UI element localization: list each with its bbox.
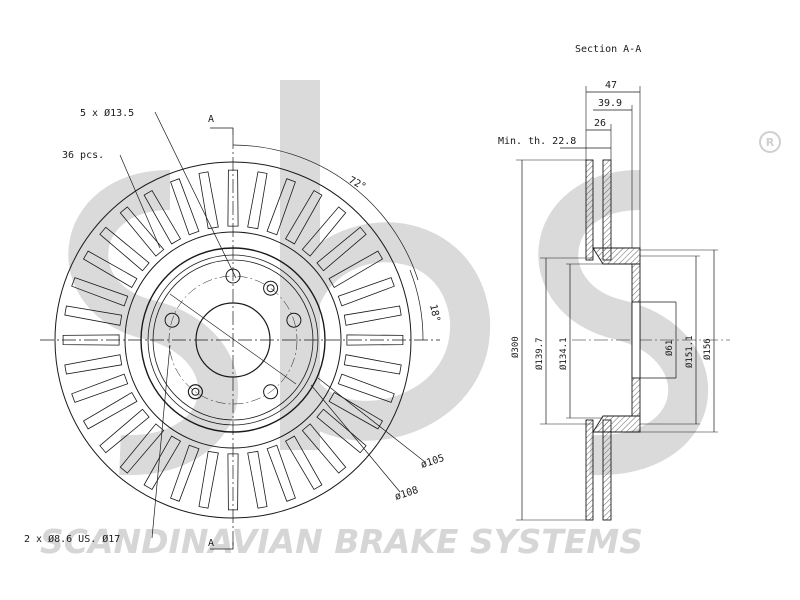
- vent-slot: [170, 178, 200, 236]
- vent-slot: [99, 226, 150, 272]
- section-view: [516, 86, 730, 521]
- diagonal-axis: [169, 293, 297, 385]
- disc-inner-ring: [124, 231, 342, 449]
- bolt-hole: [286, 312, 302, 328]
- vent-slot: [198, 171, 219, 230]
- leader-aux-holes: [151, 344, 171, 539]
- vent-slot: [119, 206, 165, 257]
- center-bore: [195, 302, 271, 378]
- vent-slot: [119, 423, 165, 474]
- min-thickness-label: Min. th. 22.8: [498, 136, 576, 147]
- aux-hole-counterbore: [187, 384, 203, 400]
- section-marker-top-arrow: [210, 127, 234, 135]
- aux-holes: [187, 280, 279, 400]
- angle-72-arc: [232, 144, 419, 281]
- leader-bolt-holes: [154, 111, 237, 279]
- registered-mark: R: [759, 131, 781, 153]
- vent-slot: [198, 450, 219, 509]
- ventilation-vanes: [62, 169, 404, 511]
- vent-slot: [247, 171, 268, 230]
- dim-26-label: 26: [594, 118, 606, 129]
- aux-holes-label: 2 x Ø8.6 US. Ø17: [24, 533, 120, 545]
- aux-hole-counterbore: [263, 280, 279, 296]
- bolt-hole: [164, 312, 180, 328]
- vent-slot: [82, 250, 138, 289]
- vent-slot: [227, 453, 239, 511]
- bolt-hole: [263, 384, 279, 400]
- outer-cheek-bottom: [585, 419, 594, 521]
- vent-slot: [170, 444, 200, 502]
- vent-slot: [337, 373, 395, 403]
- vent-slot: [71, 277, 129, 307]
- aux-hole: [266, 284, 275, 293]
- dia-151-label: Ø151.1: [684, 335, 695, 368]
- hub-ring-105: [147, 254, 319, 426]
- vent-count-label: 36 pcs.: [62, 150, 104, 161]
- dia-105-label: ø105: [420, 453, 446, 471]
- dia-156-label: Ø156: [702, 338, 713, 360]
- hat-top-wall: [592, 247, 641, 265]
- angle-18-arc: [409, 269, 424, 341]
- leader-dia-105: [317, 377, 426, 463]
- front-view: [40, 111, 440, 550]
- vent-slot: [62, 334, 120, 346]
- center-bore-gap: [631, 301, 641, 379]
- vent-slot: [301, 206, 347, 257]
- vent-slot: [99, 408, 150, 454]
- hub-ring-108: [152, 259, 314, 421]
- hub-outer: [140, 247, 326, 433]
- section-marker-bottom: A: [208, 538, 214, 549]
- vent-slot: [247, 450, 268, 509]
- vent-slot: [266, 444, 296, 502]
- vent-slot: [316, 408, 367, 454]
- dim-39-9-label: 39.9: [598, 98, 622, 109]
- hat-bottom-wall: [592, 415, 641, 433]
- watermark-brand-text: SCANDINAVIAN BRAKE SYSTEMS: [40, 522, 643, 561]
- disc-outer-edge: [54, 161, 412, 519]
- section-title: Section A-A: [575, 44, 641, 55]
- vent-slot: [284, 435, 323, 491]
- inner-cheek-bottom: [602, 419, 612, 521]
- dia-300-label: Ø300: [510, 336, 521, 358]
- vent-slot: [64, 354, 123, 375]
- vent-slot: [328, 391, 384, 430]
- vent-slot: [343, 354, 402, 375]
- leader-vents: [119, 154, 161, 249]
- dia-134-label: Ø134.1: [558, 337, 569, 370]
- outer-cheek-top: [585, 159, 594, 261]
- vent-slot: [64, 305, 123, 326]
- bolt-hole: [225, 268, 241, 284]
- inner-cheek-top: [602, 159, 612, 261]
- vent-slot: [143, 435, 182, 491]
- dim-47-label: 47: [605, 80, 617, 91]
- vent-slot: [301, 423, 347, 474]
- vent-slot: [82, 391, 138, 430]
- vent-slot: [143, 189, 182, 245]
- vent-slot: [71, 373, 129, 403]
- leader-dia-108: [310, 384, 401, 493]
- dia-139-label: Ø139.7: [534, 337, 545, 370]
- vent-slot: [343, 305, 402, 326]
- section-marker-top: A: [208, 114, 214, 125]
- vent-slot: [337, 277, 395, 307]
- vent-slot: [346, 334, 404, 346]
- dia-108-label: ø108: [394, 485, 420, 503]
- svg-text:R: R: [766, 136, 775, 149]
- angle-18-label: 18°: [427, 303, 442, 323]
- bolt-circle: [168, 275, 298, 405]
- vent-slot: [316, 226, 367, 272]
- bolt-holes-label: 5 x Ø13.5: [80, 107, 134, 119]
- vent-slot: [227, 169, 239, 227]
- vent-slot: [266, 178, 296, 236]
- section-marker-bottom-arrow: [210, 542, 234, 550]
- vent-slot: [284, 189, 323, 245]
- dia-61-label: Ø61: [664, 340, 675, 356]
- aux-hole: [191, 387, 200, 396]
- vent-slot: [328, 250, 384, 289]
